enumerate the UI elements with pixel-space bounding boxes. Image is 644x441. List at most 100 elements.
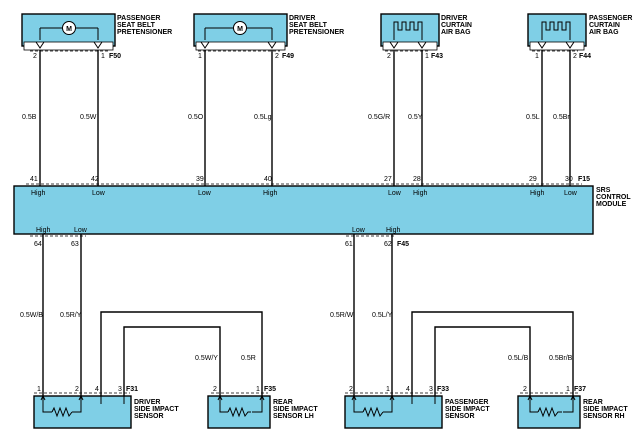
pin-label: 1	[198, 53, 202, 60]
rear-side-impact-sensor-rh: 2 1 F37 REAR SIDE IMPACT SENSOR RH	[517, 386, 628, 429]
component-label-line1: DRIVER	[134, 399, 160, 406]
wire-color: 0.5Br/B	[549, 355, 573, 362]
pin-label: 3	[118, 386, 122, 393]
wire-color: 0.5R/Y	[60, 312, 82, 319]
component-label-line2: SIDE IMPACT	[134, 406, 179, 413]
pin-label: 2	[349, 386, 353, 393]
bottom-wires	[42, 234, 574, 396]
component-label-line1: DRIVER	[441, 15, 467, 22]
component-label-line2: CONTROL	[596, 194, 631, 201]
pin-label: 2	[523, 386, 527, 393]
pin-label: 29	[529, 176, 537, 183]
driver-seat-belt-pretensioner: M DRIVER SEAT BELT PRETENSIONER 1 2 F49	[193, 13, 344, 60]
wire-color: 0.5L/Y	[372, 312, 393, 319]
wire-color: 0.5L/B	[508, 355, 529, 362]
component-label-line1: DRIVER	[289, 15, 315, 22]
wire-color: 0.5W/B	[20, 312, 43, 319]
component-label-line3: AIR BAG	[589, 29, 619, 36]
component-label-line3: SENSOR LH	[273, 413, 314, 420]
component-label-line1: REAR	[583, 399, 603, 406]
component-label-line2: SEAT BELT	[117, 22, 156, 29]
driver-side-impact-sensor: 1 2 4 3 F31 DRIVER SIDE IMPACT SENSOR	[33, 386, 179, 429]
wire-color: 0.5B	[22, 114, 37, 121]
pin-label: 1	[535, 53, 539, 60]
pin-label: 1	[386, 386, 390, 393]
component-label-line1: SRS	[596, 187, 611, 194]
wire-color: 0.5Br	[553, 114, 570, 121]
pin-label: 1	[425, 53, 429, 60]
component-label-line2: SEAT BELT	[289, 22, 328, 29]
terminal-polarity: High	[31, 190, 46, 197]
wire-color: 0.5O	[188, 114, 204, 121]
pin-label: 3	[429, 386, 433, 393]
connector-label: F33	[437, 386, 449, 393]
terminal-polarity: Low	[92, 190, 106, 197]
terminal-polarity: High	[386, 227, 401, 234]
terminal-polarity: Low	[198, 190, 212, 197]
terminal-polarity: Low	[352, 227, 366, 234]
pin-label: 1	[37, 386, 41, 393]
wire-color: 0.5Lg	[254, 114, 272, 121]
pin-label: 1	[566, 386, 570, 393]
pin-label: 61	[345, 241, 353, 248]
terminal-polarity: Low	[74, 227, 88, 234]
terminal-polarity: High	[36, 227, 51, 234]
pin-label: 2	[387, 53, 391, 60]
pin-label: 64	[34, 241, 42, 248]
pin-label: 40	[264, 176, 272, 183]
motor-label: M	[66, 26, 72, 33]
component-label-line3: MODULE	[596, 201, 627, 208]
connector-label: F37	[574, 386, 586, 393]
passenger-curtain-air-bag: PASSENGER CURTAIN AIR BAG 1 2 F44	[527, 13, 632, 60]
connector-label: F43	[431, 53, 443, 60]
pin-label: 30	[565, 176, 573, 183]
pin-label: 27	[384, 176, 392, 183]
wire-color: 0.5Y	[408, 114, 423, 121]
wire-color: 0.5R/W	[330, 312, 354, 319]
pin-label: 4	[95, 386, 99, 393]
component-label-line2: SIDE IMPACT	[583, 406, 628, 413]
pin-label: 2	[213, 386, 217, 393]
terminal-polarity: High	[263, 190, 278, 197]
motor-label: M	[237, 26, 243, 33]
pin-label: 41	[30, 176, 38, 183]
pin-label: 4	[406, 386, 410, 393]
component-label-line1: PASSENGER	[117, 15, 160, 22]
component-label-line3: SENSOR	[134, 413, 164, 420]
srs-control-module: High Low Low High Low High High Low SRS …	[13, 185, 631, 235]
component-label-line3: AIR BAG	[441, 29, 471, 36]
passenger-side-impact-sensor: 2 1 4 3 F33 PASSENGER SIDE IMPACT SENSOR	[344, 386, 490, 429]
component-label-line2: SIDE IMPACT	[445, 406, 490, 413]
component-label-line3: PRETENSIONER	[289, 29, 344, 36]
pin-label: 2	[275, 53, 279, 60]
pin-label: 1	[101, 53, 105, 60]
component-label-line3: PRETENSIONER	[117, 29, 172, 36]
connector-label: F44	[579, 53, 591, 60]
pin-label: 1	[256, 386, 260, 393]
driver-curtain-air-bag: DRIVER CURTAIN AIR BAG 2 1 F43	[380, 13, 472, 60]
terminal-polarity: High	[413, 190, 428, 197]
connector-label: F31	[126, 386, 138, 393]
connector-label: F45	[397, 241, 409, 248]
terminal-polarity: High	[530, 190, 545, 197]
pin-label: 62	[384, 241, 392, 248]
connector-label: F50	[109, 53, 121, 60]
component-label-line1: PASSENGER	[589, 15, 632, 22]
connector-label: F35	[264, 386, 276, 393]
passenger-seat-belt-pretensioner: M PASSENGER SEAT BELT PRETENSIONER 2 1 F…	[21, 13, 172, 60]
connector-label: F49	[282, 53, 294, 60]
component-label-line1: REAR	[273, 399, 293, 406]
wire-color: 0.5W	[80, 114, 97, 121]
connector-label: F15	[578, 176, 590, 183]
component-label-line2: CURTAIN	[589, 22, 620, 29]
pin-label: 2	[75, 386, 79, 393]
component-label-line3: SENSOR RH	[583, 413, 625, 420]
component-label-line1: PASSENGER	[445, 399, 488, 406]
wire-color: 0.5L	[526, 114, 540, 121]
wire-color: 0.5G/R	[368, 114, 390, 121]
component-label-line2: SIDE IMPACT	[273, 406, 318, 413]
wire-color: 0.5R	[241, 355, 256, 362]
terminal-polarity: Low	[564, 190, 578, 197]
pin-label: 2	[33, 53, 37, 60]
